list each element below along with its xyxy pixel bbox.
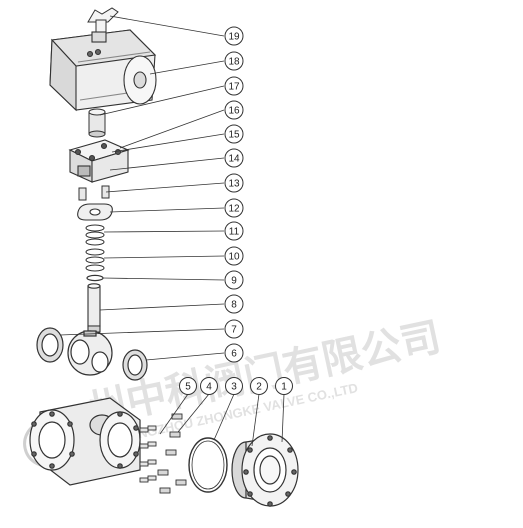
callout-1: 1 — [275, 377, 293, 395]
callout-9: 9 — [224, 270, 244, 290]
part-4-nuts — [157, 413, 187, 494]
callout-12: 12 — [224, 198, 244, 218]
callout-5: 5 — [179, 377, 197, 395]
svg-text:11: 11 — [229, 227, 240, 238]
svg-text:6: 6 — [231, 349, 237, 360]
callout-2: 2 — [250, 377, 268, 395]
valve-body — [29, 397, 141, 486]
callout-7: 7 — [224, 319, 244, 339]
svg-text:19: 19 — [228, 32, 240, 43]
part-11-packing-rings — [85, 224, 105, 246]
svg-text:7: 7 — [231, 325, 237, 336]
part-16-mounting-bracket — [68, 139, 130, 183]
callout-3: 3 — [225, 377, 243, 395]
callout-13: 13 — [224, 173, 244, 193]
callout-10: 10 — [224, 246, 244, 266]
part-1-end-connection-flange — [241, 433, 299, 507]
callout-4: 4 — [200, 377, 218, 395]
part-7-ball — [67, 330, 113, 376]
svg-text:8: 8 — [231, 300, 237, 311]
part-8-stem — [87, 283, 101, 333]
svg-text:9: 9 — [231, 276, 237, 287]
part-12-gland-plate — [77, 203, 113, 221]
svg-text:3: 3 — [231, 382, 237, 393]
part-19-shaft-indicator — [87, 7, 119, 37]
part-3-gasket — [188, 437, 228, 493]
svg-text:14: 14 — [228, 154, 240, 165]
svg-text:13: 13 — [228, 179, 240, 190]
svg-text:4: 4 — [206, 382, 212, 393]
svg-text:16: 16 — [228, 106, 240, 117]
body-flange-holes — [31, 411, 139, 469]
flange-bolt-holes — [243, 435, 297, 507]
part-13-bolts — [78, 185, 110, 201]
svg-text:5: 5 — [185, 382, 191, 393]
svg-text:10: 10 — [228, 252, 240, 263]
part-18-pneumatic-actuator — [49, 29, 157, 112]
part-10-packing-rings — [85, 248, 105, 272]
callout-6: 6 — [224, 343, 244, 363]
part-7-seat-left — [36, 327, 64, 363]
callout-8: 8 — [224, 294, 244, 314]
svg-text:17: 17 — [228, 82, 240, 93]
svg-text:18: 18 — [228, 57, 240, 68]
part-17-coupling — [88, 108, 106, 138]
part-9-thrust-washer — [86, 274, 104, 282]
callout-11: 11 — [224, 221, 244, 241]
part-5-studs — [139, 425, 157, 483]
callout-15: 15 — [224, 124, 244, 144]
leader-lines — [59, 15, 285, 447]
callout-14: 14 — [224, 148, 244, 168]
part-6-seat-right — [122, 349, 148, 381]
svg-text:12: 12 — [228, 204, 240, 215]
svg-text:1: 1 — [281, 382, 287, 393]
callout-16: 16 — [224, 100, 244, 120]
svg-text:15: 15 — [228, 130, 240, 141]
callout-18: 18 — [224, 51, 244, 71]
svg-text:2: 2 — [256, 382, 262, 393]
callout-17: 17 — [224, 76, 244, 96]
callout-19: 19 — [224, 26, 244, 46]
